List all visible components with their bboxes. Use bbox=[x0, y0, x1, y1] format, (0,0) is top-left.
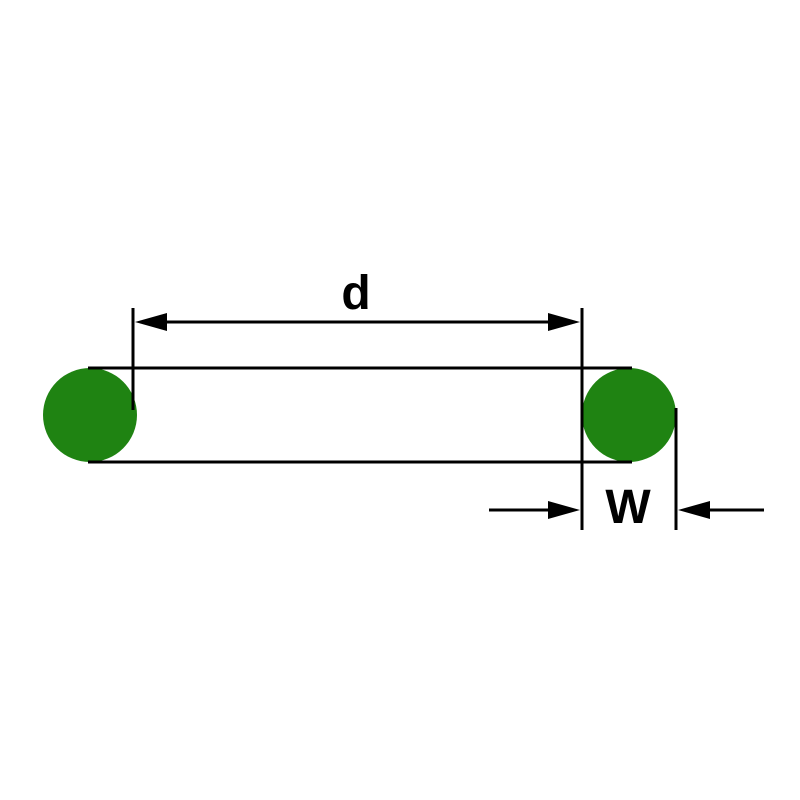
width-label: W bbox=[605, 481, 651, 534]
inner-diameter-arrowhead-left bbox=[135, 313, 167, 331]
o-ring-right-cross-section bbox=[582, 368, 676, 462]
width-arrowhead-left bbox=[548, 501, 580, 519]
inner-diameter-arrowhead-right bbox=[548, 313, 580, 331]
width-arrowhead-right bbox=[678, 501, 710, 519]
o-ring-left-cross-section bbox=[43, 368, 137, 462]
inner-diameter-label: d bbox=[341, 267, 370, 320]
